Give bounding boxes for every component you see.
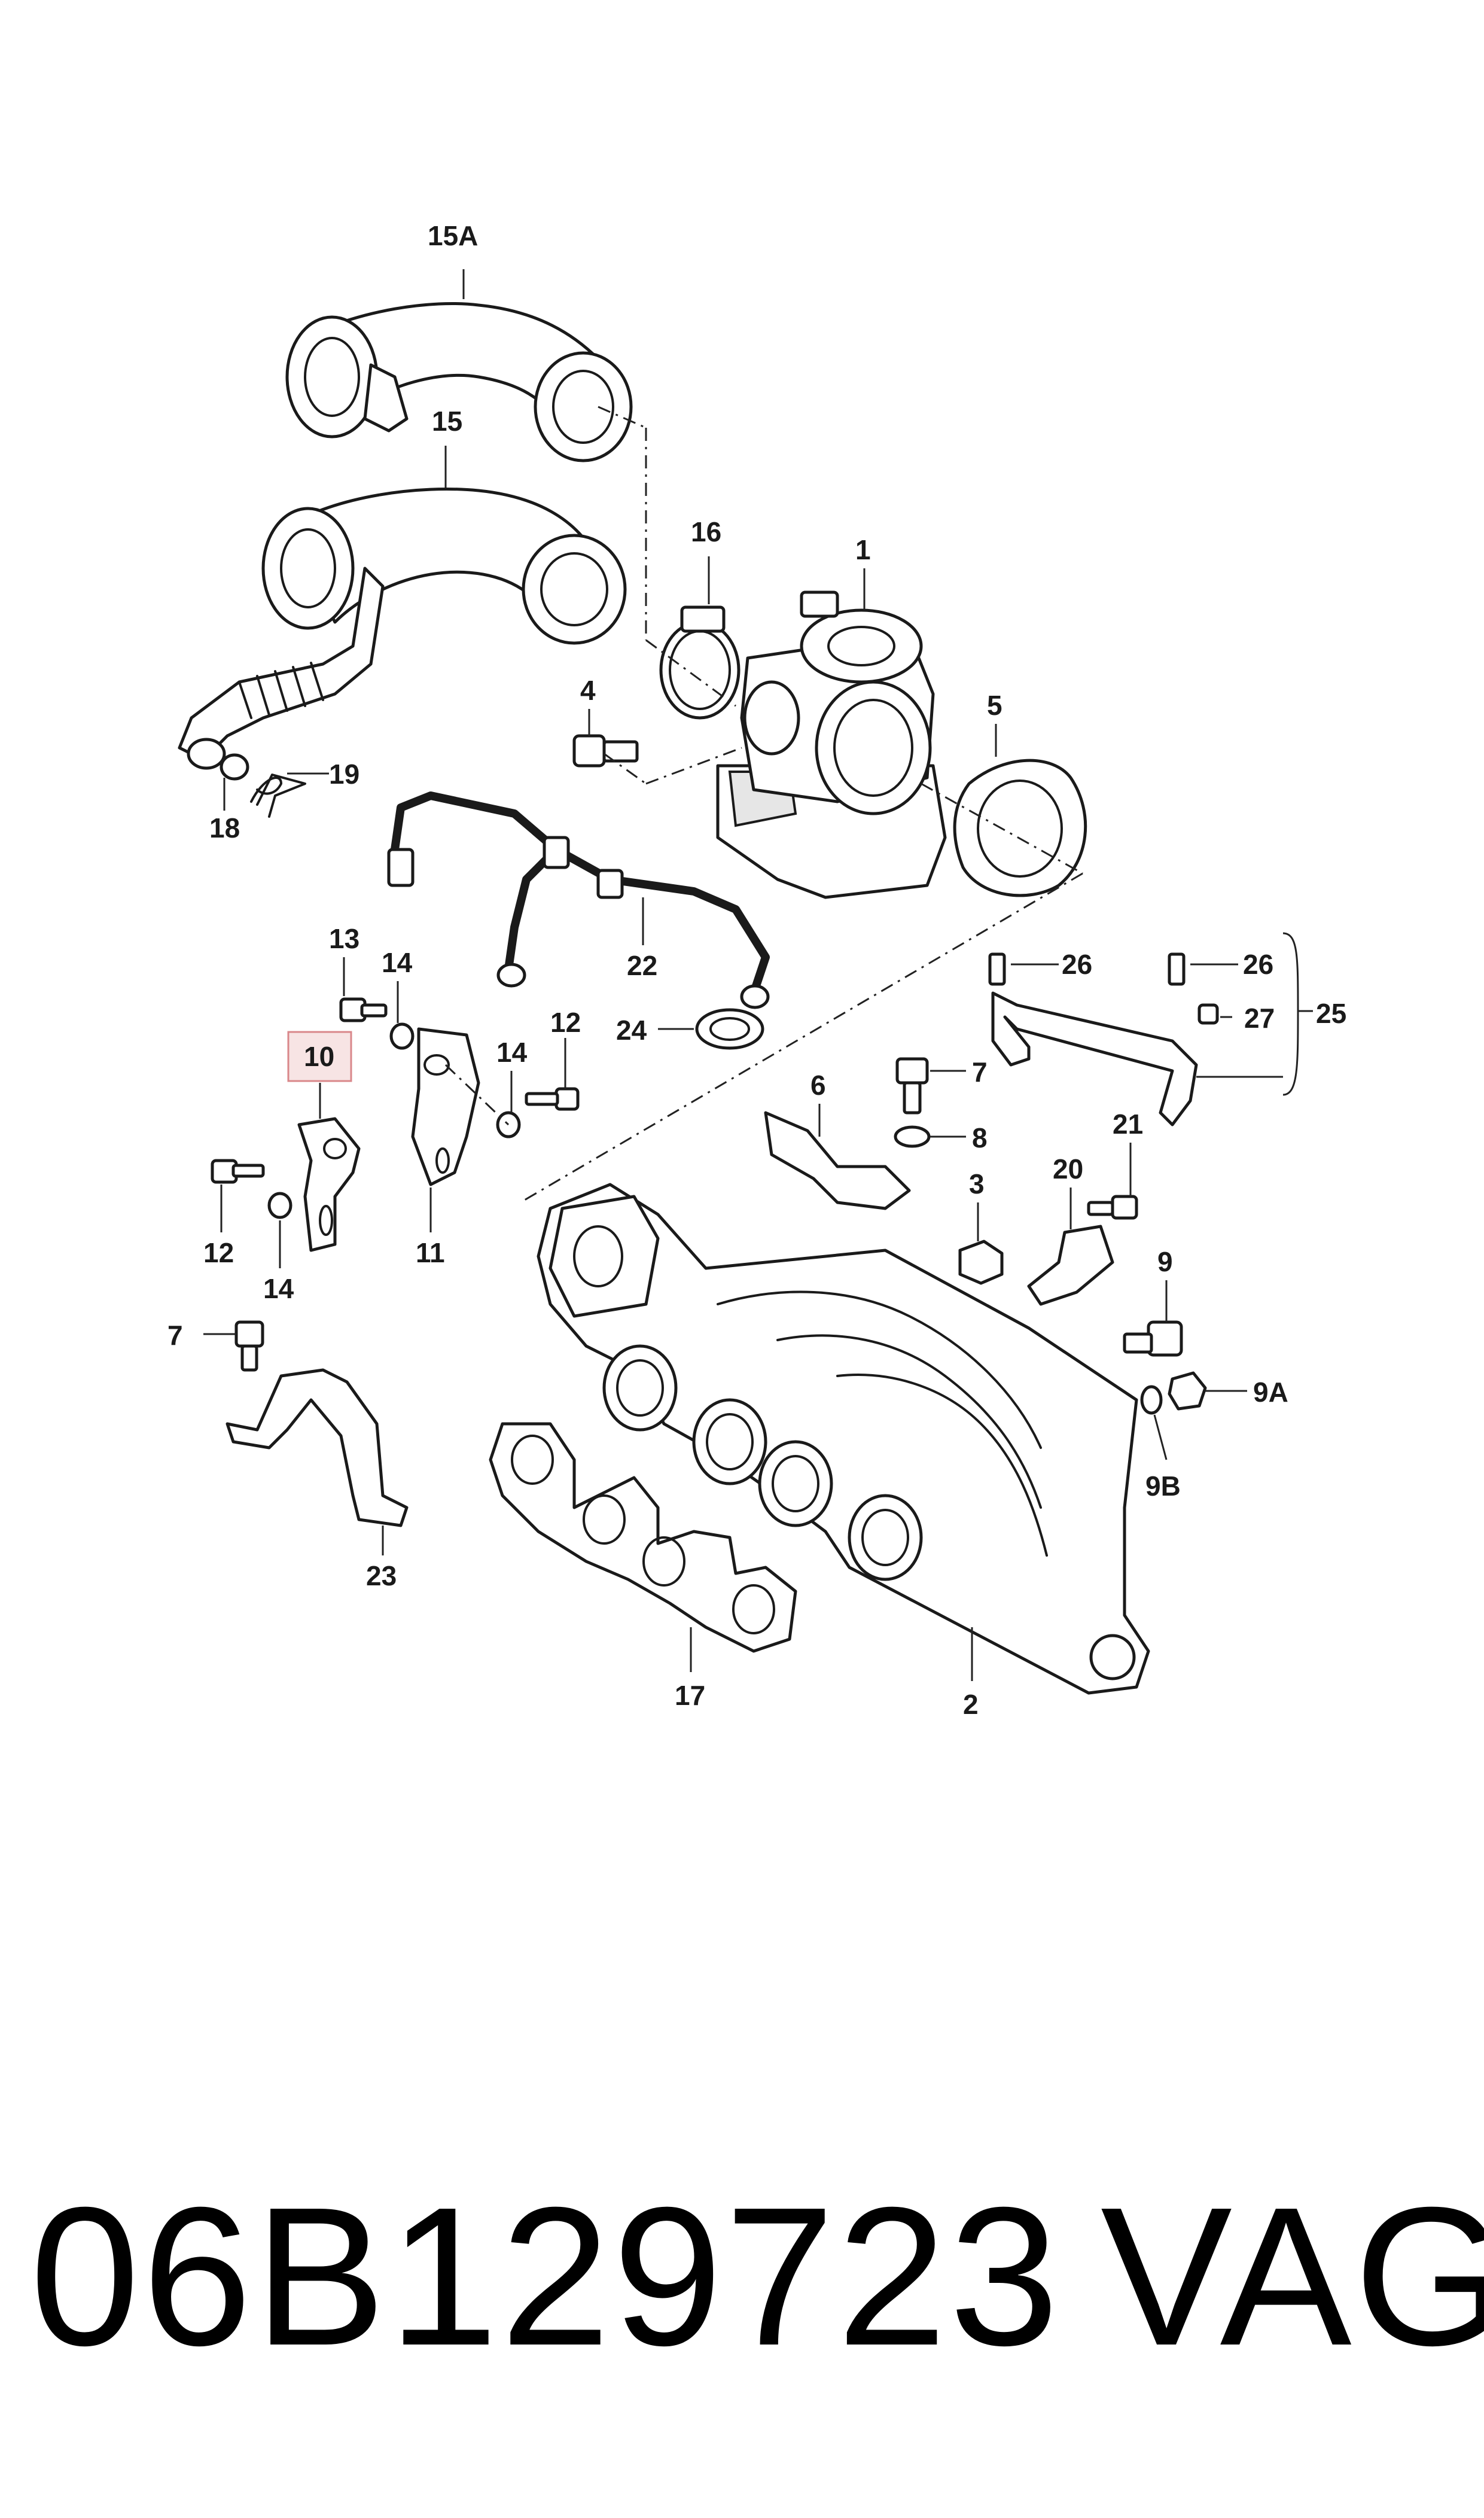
callout-22: 22: [627, 950, 657, 981]
callout-14-left: 14: [263, 1273, 294, 1304]
intake-pipe-15a: [285, 302, 633, 462]
callout-8: 8: [972, 1122, 988, 1153]
bracket-10: [297, 1117, 361, 1252]
callout-7-right: 7: [972, 1056, 988, 1088]
hose-clamp-16: [659, 605, 741, 720]
callout-24: 24: [616, 1015, 647, 1046]
gasket-5: [953, 759, 1087, 897]
callout-18: 18: [209, 812, 240, 844]
callout-1: 1: [855, 534, 871, 565]
callout-12-left: 12: [203, 1237, 234, 1268]
callout-21: 21: [1113, 1109, 1143, 1140]
callout-23: 23: [366, 1560, 397, 1591]
callout-26-right: 26: [1243, 949, 1273, 980]
callout-2: 2: [963, 1689, 979, 1720]
callout-4: 4: [580, 675, 596, 706]
callout-19: 19: [329, 759, 359, 790]
brand-name: VAG: [1101, 2166, 1484, 2386]
clamp-24: [695, 1008, 764, 1050]
highlight-box-10: [287, 1031, 352, 1082]
bracket-23: [226, 1368, 409, 1527]
gasket-17: [489, 1422, 797, 1653]
callout-17: 17: [675, 1680, 705, 1711]
sensor-20: [1027, 1225, 1114, 1306]
washer-14-upper: [389, 1022, 415, 1050]
callout-6: 6: [810, 1070, 826, 1101]
callout-9a: 9A: [1253, 1377, 1288, 1408]
callout-26-left: 26: [1062, 949, 1092, 980]
callout-20: 20: [1053, 1153, 1083, 1185]
nut-3: [958, 1240, 1004, 1285]
bracket-25: [988, 952, 1219, 1126]
bracket-11: [411, 1027, 480, 1186]
washer-9b: [1140, 1385, 1163, 1415]
callout-9: 9: [1157, 1246, 1173, 1277]
bolt-7-left: [234, 1320, 264, 1372]
callout-5: 5: [987, 690, 1002, 721]
callout-labels: 15A 15 16 1 4 19 18 5 13 14 12 10 14 12 …: [167, 220, 1346, 1720]
part-number: 06B129723: [30, 2166, 1062, 2386]
callout-12-top: 12: [550, 1007, 581, 1038]
leader-lines: [203, 269, 1313, 1681]
callout-27: 27: [1244, 1003, 1275, 1034]
callout-25: 25: [1316, 998, 1346, 1029]
clip-19: [256, 774, 306, 818]
callout-7-left: 7: [167, 1320, 183, 1351]
callout-13: 13: [329, 923, 359, 954]
bolt-13: [339, 997, 388, 1022]
callout-14-top: 14: [382, 947, 413, 978]
callout-10: 10: [304, 1041, 334, 1072]
bolt-12-right: [525, 1087, 580, 1111]
nut-9a: [1168, 1371, 1207, 1411]
intake-pipe-15: [178, 488, 627, 803]
callout-15a: 15A: [428, 220, 478, 251]
bolt-9: [1123, 1320, 1183, 1357]
assembly-axes: [444, 406, 1083, 1204]
callout-9b: 9B: [1145, 1470, 1181, 1502]
bolt-21: [1087, 1195, 1138, 1220]
throttle-body-1: [716, 590, 947, 899]
bolt-4: [572, 734, 639, 768]
callout-15: 15: [432, 406, 462, 437]
washer-14-left: [267, 1192, 292, 1219]
vacuum-hose-22: [387, 791, 770, 1009]
callout-3: 3: [969, 1168, 985, 1199]
bolt-12-left: [211, 1159, 265, 1184]
callout-16: 16: [691, 516, 721, 547]
callout-14-mid: 14: [496, 1037, 528, 1068]
intake-manifold-2: [537, 1183, 1150, 1695]
callout-11: 11: [416, 1237, 445, 1268]
bolt-7-right: [895, 1057, 929, 1115]
washer-8: [894, 1125, 931, 1148]
bracket-6: [764, 1111, 911, 1210]
